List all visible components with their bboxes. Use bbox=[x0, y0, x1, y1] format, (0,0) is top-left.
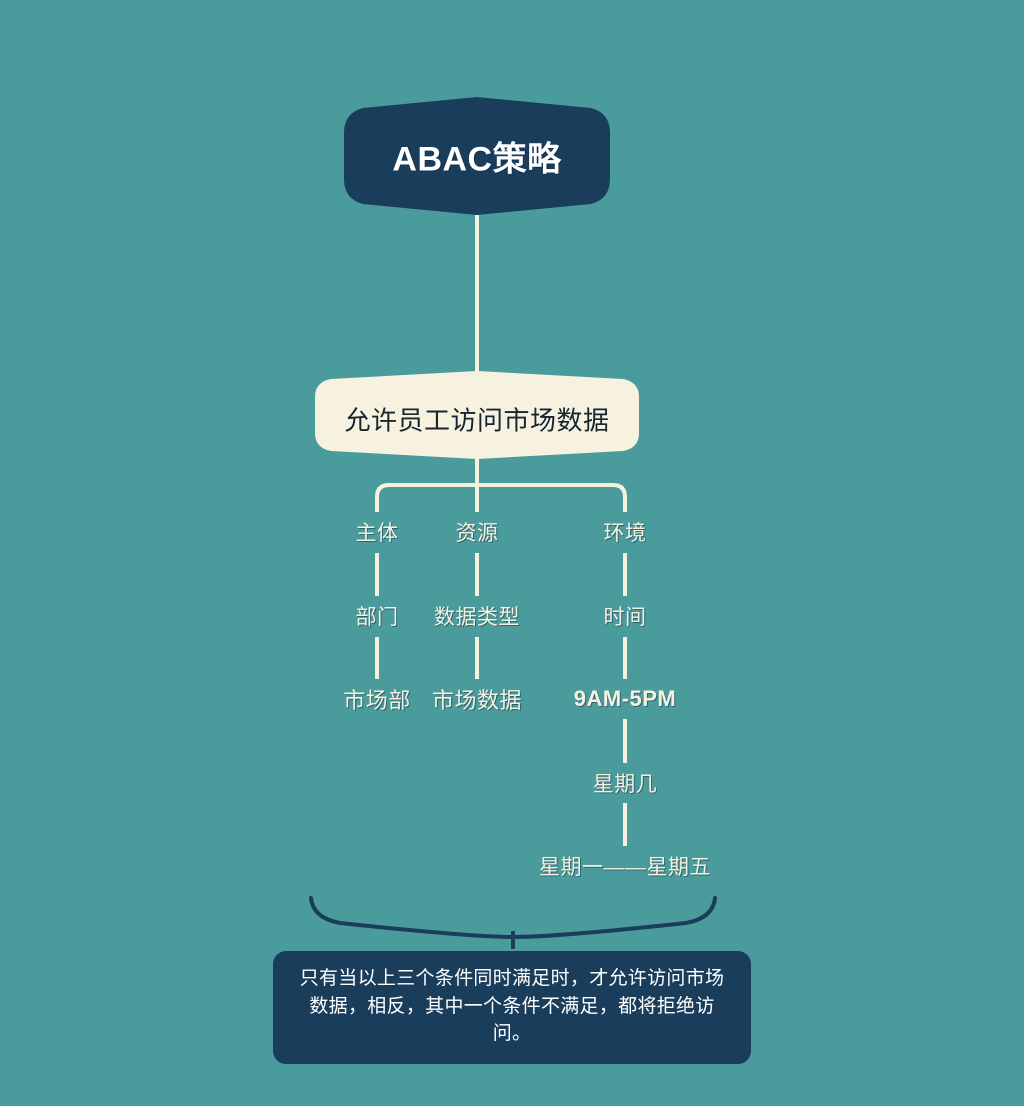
branch-resource-category[interactable]: 资源 bbox=[455, 522, 499, 545]
branch-resource-value[interactable]: 市场数据 bbox=[431, 688, 523, 713]
policy-node-label[interactable]: 允许员工访问市场数据 bbox=[344, 405, 610, 436]
summary-note-box[interactable]: 只有当以上三个条件同时满足时，才允许访问市场数据，相反，其中一个条件不满足，都将… bbox=[273, 951, 751, 1064]
branch-environment-extra-range[interactable]: 星期一——星期五 bbox=[539, 856, 711, 879]
branch-environment-attribute[interactable]: 时间 bbox=[603, 606, 647, 629]
summary-brace bbox=[309, 896, 717, 940]
root-node-label[interactable]: ABAC策略 bbox=[392, 140, 562, 179]
branch-environment-category[interactable]: 环境 bbox=[603, 522, 647, 545]
summary-note-text: 只有当以上三个条件同时满足时，才允许访问市场数据，相反，其中一个条件不满足，都将… bbox=[299, 968, 725, 1045]
branch-subject-value[interactable]: 市场部 bbox=[343, 688, 411, 713]
branch-environment-extra-weekday[interactable]: 星期几 bbox=[592, 773, 658, 796]
branch-environment-value[interactable]: 9AM-5PM bbox=[573, 686, 677, 711]
branch-bar bbox=[375, 483, 627, 512]
branch-resource-attribute[interactable]: 数据类型 bbox=[434, 606, 520, 629]
branch-subject-attribute[interactable]: 部门 bbox=[355, 606, 399, 629]
branch-subject-category[interactable]: 主体 bbox=[355, 522, 399, 545]
